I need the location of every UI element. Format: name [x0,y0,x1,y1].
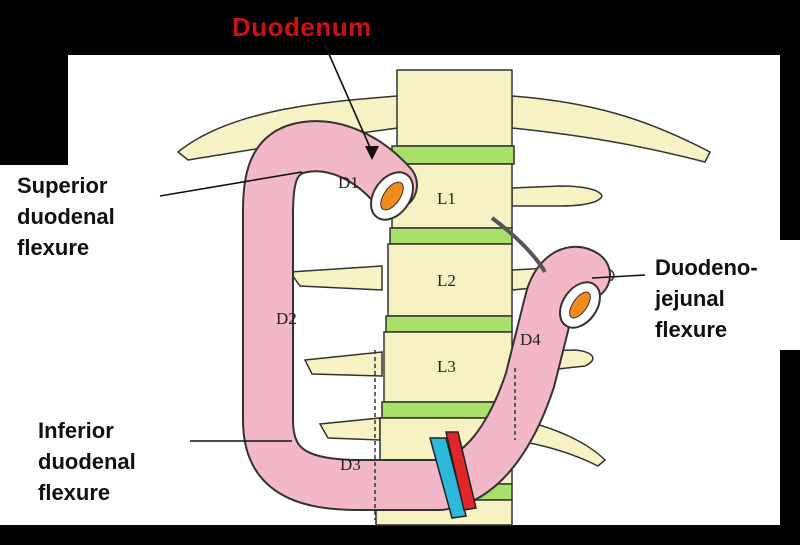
d1-lumen [380,181,404,211]
rib-mid-right [511,185,603,207]
superior-label-line-3: flexure [17,235,90,260]
vertebra-l2-label: L2 [437,271,456,290]
segment-d2-label: D2 [276,309,297,328]
rib-upper-right [511,95,712,163]
dj-label-line-1: Duodeno- [655,255,758,280]
vein-icon [429,437,467,519]
inferior-label-line-1: Inferior [38,418,114,443]
leader-duodenum-arrow [365,146,379,160]
dj-label-line-2: jejunal [655,286,725,311]
leader-superior [159,171,303,197]
superior-label-line-1: Superior [17,173,108,198]
inferior-label-line-2: duodenal [38,449,136,474]
leader-lines [159,44,646,442]
superior-label-line-2: duodenal [17,204,115,229]
rib-l2-left [288,265,383,291]
segment-d1-label: D1 [338,173,359,192]
inferior-label-line-3: flexure [38,480,111,505]
segment-d3-label: D3 [340,455,361,474]
duodenojejunal-flexure-label: Duodeno- jejunal flexure [655,252,758,345]
duodenum-body [244,122,609,509]
leader-duodenum [324,44,373,153]
rib-lower-left [318,417,381,441]
suspensory-ligament [490,216,547,274]
background-panel-left [0,165,70,525]
leader-dj [591,274,646,279]
disc-2 [389,227,513,245]
segment-d4-label: D4 [520,330,541,349]
artery-icon [445,431,477,511]
disc-3 [385,315,513,333]
mesenteric-vessels [429,431,477,519]
superior-duodenal-flexure-label: Superior duodenal flexure [17,170,115,263]
background-panel-right [640,240,800,350]
d4-lumen [569,291,591,319]
vertebra-l1-label: L1 [437,189,456,208]
dashed-lines [374,350,516,520]
inferior-duodenal-flexure-label: Inferior duodenal flexure [38,415,136,508]
diagram-title: Duodenum [232,12,372,42]
dj-label-line-3: flexure [655,317,728,342]
vertebra-l3-label: L3 [437,357,456,376]
vertebra-t12 [396,69,513,147]
disc-1 [391,145,515,165]
vertebra-l3 [383,331,513,403]
rib-l3-left [303,351,383,377]
duodenum [242,120,611,511]
vertebra-l2 [387,243,513,317]
